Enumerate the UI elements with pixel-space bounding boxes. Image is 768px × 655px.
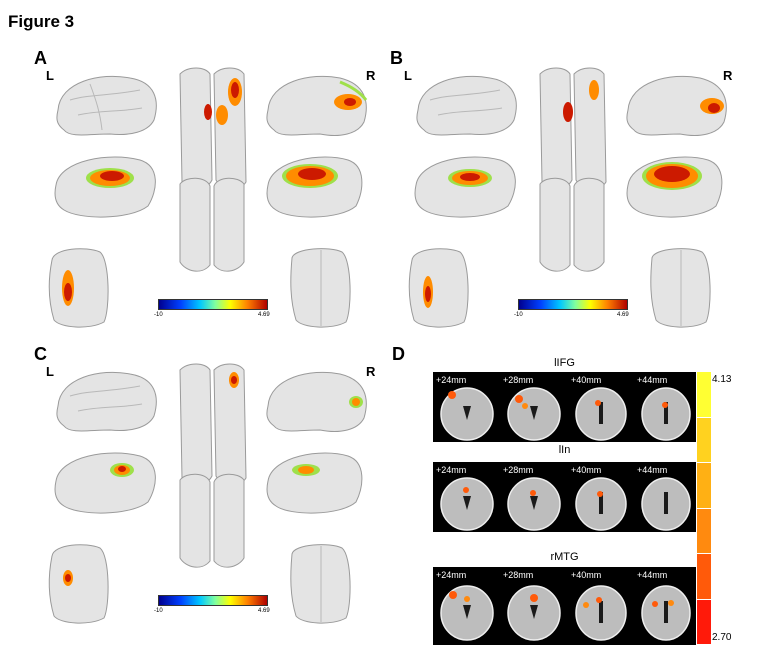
row3-slice1-label: +24mm — [436, 570, 467, 580]
panel-b-label: B — [390, 48, 403, 68]
panel-c-bottom-view — [179, 473, 245, 568]
panel-a-left-frontal — [48, 248, 109, 328]
row2-slice4-label: +44mm — [637, 465, 668, 475]
panel-c-cbar-min: -10 — [154, 608, 163, 614]
panel-b-right-medial — [626, 156, 723, 218]
row2-slice1-label: +24mm — [436, 465, 467, 475]
row3-slice4-label: +44mm — [637, 570, 668, 580]
colorbar-step — [697, 554, 711, 599]
row1-slice3-label: +40mm — [571, 375, 602, 385]
row2-slice2-label: +28mm — [503, 465, 534, 475]
panel-a-right-medial — [266, 156, 363, 218]
panel-c-label: C — [34, 344, 47, 364]
panel-a-cbar-max: 4.69 — [258, 312, 270, 318]
row3-slice2-label: +28mm — [503, 570, 534, 580]
panel-a-bottom-view — [179, 177, 245, 272]
panel-b-left-frontal — [408, 248, 469, 328]
panel-a-label: A — [34, 48, 47, 68]
panel-d-row3-band: +24mm +28mm +40mm +44mm — [433, 567, 696, 645]
panel-d-row2-band: +24mm +28mm +40mm +44mm — [433, 462, 696, 532]
panel-b-left-label: L — [404, 68, 412, 83]
panel-b-brain-renders — [408, 67, 727, 328]
panel-a-right-frontal — [290, 248, 351, 328]
panel-a-left-medial — [54, 156, 156, 218]
panel-d-label: D — [392, 344, 405, 364]
panel-a-brain-renders — [48, 67, 368, 328]
panel-d-row1-band: +24mm +28mm +40mm +44mm — [433, 372, 696, 442]
panel-d-colorbar — [697, 372, 711, 645]
panel-b-left-medial — [414, 156, 516, 218]
colorbar-step — [697, 417, 711, 462]
panel-d-row1-title: lIFG — [554, 357, 575, 369]
figure-title: Figure 3 — [8, 12, 75, 31]
panel-c-right-label: R — [366, 364, 376, 379]
panel-a-left-lateral — [56, 75, 157, 136]
panel-b-right-lateral — [626, 75, 727, 136]
row1-slice4-label: +44mm — [637, 375, 668, 385]
row1-slice1-label: +24mm — [436, 375, 467, 385]
panel-b-left-lateral — [416, 75, 517, 136]
row3-slices — [440, 585, 691, 641]
panel-b-top-view — [539, 67, 607, 190]
panel-b-cbar-max: 4.69 — [617, 312, 629, 318]
row2-slice3-label: +40mm — [571, 465, 602, 475]
row1-slice2-label: +28mm — [503, 375, 534, 385]
panel-c-cbar-max: 4.69 — [258, 608, 270, 614]
panel-a-left-label: L — [46, 68, 54, 83]
panel-c-left-lateral — [56, 371, 157, 432]
panel-d-cbar-max: 4.13 — [712, 374, 732, 385]
panel-c-left-medial — [54, 452, 156, 514]
panel-c-left-label: L — [46, 364, 54, 379]
colorbar-step — [697, 372, 711, 417]
panel-d-cbar-min: 2.70 — [712, 632, 732, 643]
panel-a-cbar-min: -10 — [154, 312, 163, 318]
colorbar-step — [697, 508, 711, 553]
panel-a-colorbar — [158, 299, 268, 310]
panel-c-brain-renders — [48, 363, 367, 624]
panel-d-row2-title: lIn — [558, 444, 571, 456]
panel-a-right-label: R — [366, 68, 376, 83]
panel-c-right-lateral — [266, 371, 367, 432]
panel-b-cbar-min: -10 — [514, 312, 523, 318]
panel-b-right-frontal — [650, 248, 711, 328]
panel-b-right-label: R — [723, 68, 733, 83]
panel-c-right-frontal — [290, 544, 351, 624]
row2-slices — [440, 477, 691, 531]
panel-c-colorbar — [158, 595, 268, 606]
panel-c-right-medial — [266, 452, 363, 514]
panel-b-colorbar — [518, 299, 628, 310]
panel-a-right-lateral — [266, 75, 368, 136]
panel-c-top-view — [179, 363, 247, 486]
colorbar-step — [697, 599, 711, 644]
panel-d-row3-title: rMTG — [550, 551, 579, 563]
colorbar-step — [697, 463, 711, 508]
panel-a-top-view — [179, 67, 247, 190]
panel-c-left-frontal — [48, 544, 109, 624]
row3-slice3-label: +40mm — [571, 570, 602, 580]
panel-b-bottom-view — [539, 177, 605, 272]
row1-slices — [440, 387, 691, 441]
